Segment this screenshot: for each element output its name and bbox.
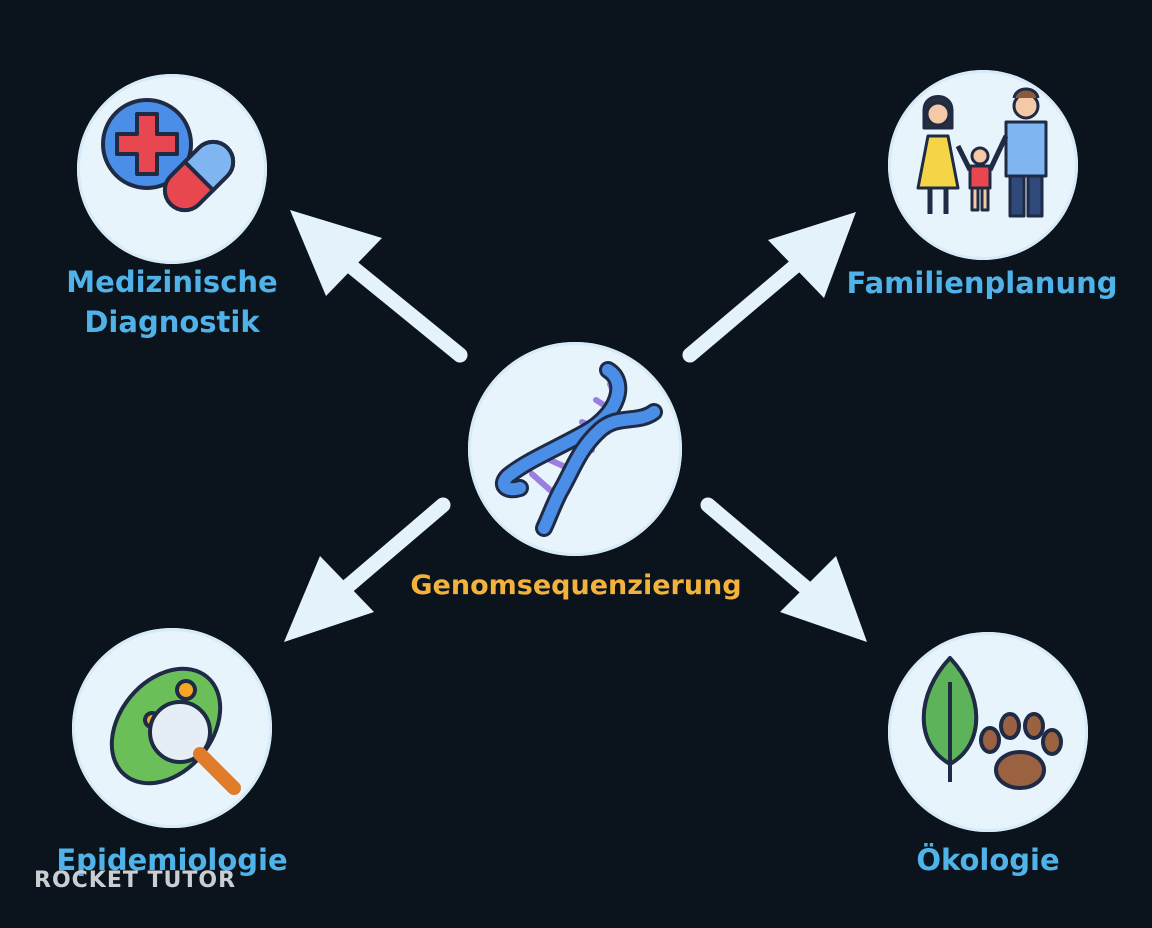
- center-node: [468, 342, 682, 556]
- medical-diagnostics-label-line-1: Medizinische: [66, 265, 278, 299]
- dna-icon: [495, 361, 663, 537]
- center-label: Genomsequenzierung: [410, 570, 742, 601]
- watermark: ROCKET TUTOR: [34, 868, 237, 893]
- leaf-paw-icon: [921, 656, 1063, 790]
- medical-diagnostics-label-line-2: Diagnostik: [84, 305, 260, 339]
- family-icon: [916, 87, 1048, 218]
- arrow-to-medical-diagnostics: [290, 210, 468, 363]
- medical-cross-pill-icon: [101, 98, 236, 213]
- medical-diagnostics-label: Medizinische Diagnostik: [42, 262, 302, 342]
- epidemiology-node: [72, 628, 272, 828]
- arrow-to-family-planning: [682, 212, 856, 363]
- medical-diagnostics-node: [77, 74, 267, 264]
- arrow-to-ecology: [700, 497, 867, 642]
- family-planning-node: [888, 70, 1078, 260]
- bacterium-magnifier-icon: [109, 666, 241, 795]
- epidemiology-label: Epidemiologie: [42, 840, 302, 880]
- arrow-to-epidemiology: [284, 497, 451, 642]
- family-planning-label-line-1: Familienplanung: [846, 266, 1118, 300]
- ecology-label-line-1: Ökologie: [916, 843, 1060, 877]
- ecology-label: Ökologie: [858, 840, 1118, 880]
- ecology-node: [888, 632, 1088, 832]
- epidemiology-label-line-1: Epidemiologie: [56, 843, 288, 877]
- family-planning-label: Familienplanung: [842, 263, 1122, 303]
